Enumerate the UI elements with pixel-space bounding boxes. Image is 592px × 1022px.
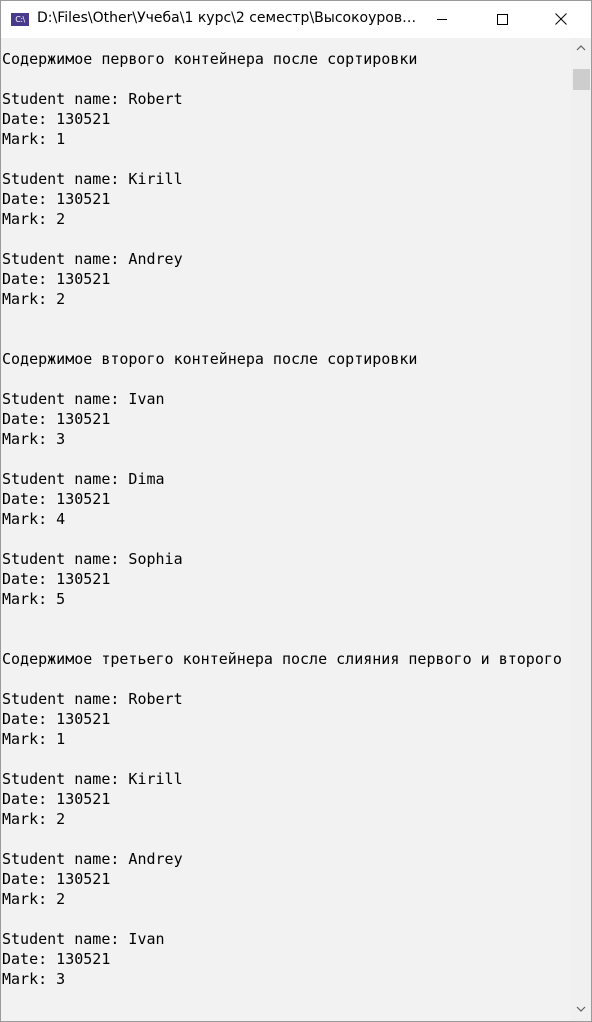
console-blank-line (1, 669, 571, 689)
console-blank-line (1, 909, 571, 929)
close-icon (555, 13, 567, 25)
console-line: Date: 130521 (2, 410, 111, 428)
console-line: Содержимое второго контейнера после сорт… (2, 350, 418, 368)
console-line: Student name: Kirill (2, 770, 183, 788)
console-blank-line (1, 629, 571, 649)
console-line: Date: 130521 (2, 490, 111, 508)
console-blank-line (1, 609, 571, 629)
console-blank-line (1, 329, 571, 349)
console-line: Student name: Robert (2, 90, 183, 108)
console-line: Mark: 3 (2, 970, 66, 988)
console-line: Mark: 1 (2, 730, 66, 748)
console-line: Mark: 2 (2, 890, 66, 908)
console-line: Student name: Dima (2, 470, 165, 488)
console-line: Содержимое третьего контейнера после сли… (2, 650, 562, 668)
console-line: Содержимое первого контейнера после сорт… (2, 50, 418, 68)
scroll-down-button[interactable] (571, 1000, 591, 1020)
console-line: Date: 130521 (2, 870, 111, 888)
console-blank-line (1, 449, 571, 469)
window-title: D:\Files\Other\Учеба\1 курс\2 семестр\Вы… (37, 10, 417, 26)
console-line: Mark: 3 (2, 430, 66, 448)
minimize-icon (437, 19, 447, 20)
console-line: Mark: 2 (2, 290, 66, 308)
console-line: Mark: 2 (2, 810, 66, 828)
title-bar[interactable]: C:\ D:\Files\Other\Учеба\1 курс\2 семест… (1, 1, 591, 38)
console-top-gap (1, 38, 571, 49)
console-line: Mark: 5 (2, 590, 66, 608)
console-line: Student name: Andrey (2, 850, 183, 868)
console-blank-line (1, 149, 571, 169)
console-blank-line (1, 309, 571, 329)
vertical-scrollbar[interactable] (571, 38, 591, 1021)
scroll-thumb[interactable] (573, 69, 590, 90)
console-line: Student name: Ivan (2, 930, 165, 948)
console-blank-line (1, 749, 571, 769)
maximize-icon (497, 14, 508, 25)
console-line: Date: 130521 (2, 190, 111, 208)
console-line: Date: 130521 (2, 110, 111, 128)
console-line: Date: 130521 (2, 570, 111, 588)
console-line: Date: 130521 (2, 790, 111, 808)
console-blank-line (1, 529, 571, 549)
chevron-up-icon (576, 45, 586, 51)
console-line: Date: 130521 (2, 950, 111, 968)
console-line: Student name: Andrey (2, 250, 183, 268)
minimize-button[interactable] (421, 1, 467, 38)
close-button[interactable] (537, 1, 583, 38)
chevron-down-icon (576, 1006, 586, 1012)
console-blank-line (1, 369, 571, 389)
console-blank-line (1, 69, 571, 89)
console-line: Date: 130521 (2, 270, 111, 288)
console-line: Date: 130521 (2, 710, 111, 728)
maximize-button[interactable] (479, 1, 525, 38)
console-line: Student name: Ivan (2, 390, 165, 408)
console-blank-line (1, 829, 571, 849)
console-blank-line (1, 229, 571, 249)
console-line: Student name: Kirill (2, 170, 183, 188)
console-line: Student name: Robert (2, 690, 183, 708)
console-line: Student name: Sophia (2, 550, 183, 568)
console-output[interactable]: Содержимое первого контейнера после сорт… (1, 38, 571, 1021)
console-line: Mark: 2 (2, 210, 66, 228)
console-app-icon[interactable]: C:\ (11, 13, 29, 26)
console-line: Mark: 1 (2, 130, 66, 148)
scroll-up-button[interactable] (571, 39, 591, 59)
console-line: Mark: 4 (2, 510, 66, 528)
